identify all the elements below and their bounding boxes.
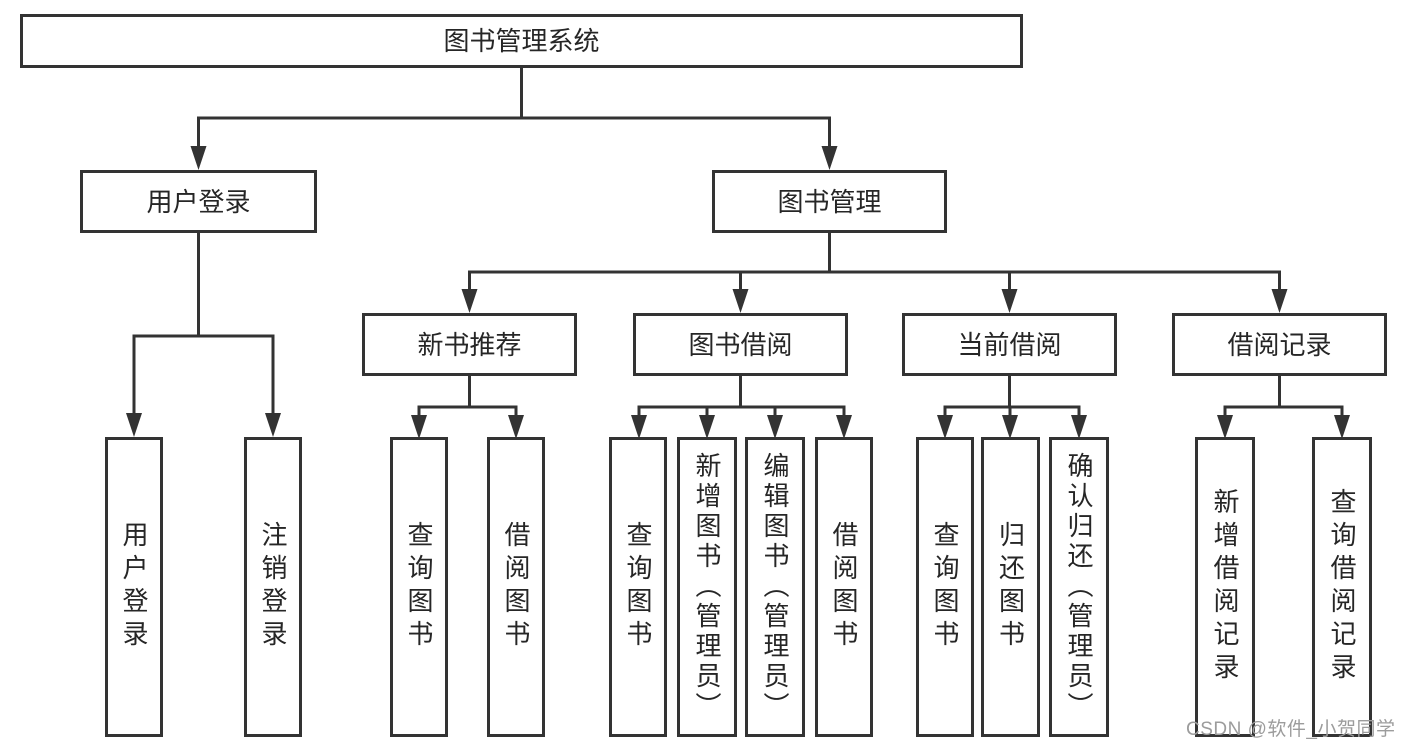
arrowhead-down-icon	[821, 146, 838, 170]
leaf-query-books-current: 查询图书	[916, 437, 974, 737]
node-label: 归还图书	[995, 521, 1026, 653]
leaf-edit-books-admin: 编辑图书（管理员）	[745, 437, 805, 737]
node-label: 确认归还（管理员）	[1064, 452, 1094, 722]
node-label: 借阅图书	[829, 521, 859, 653]
arrowhead-down-icon	[508, 415, 524, 439]
arrowhead-down-icon	[461, 289, 478, 313]
node-borrowing-records: 借阅记录	[1172, 313, 1387, 376]
node-label: 图书借阅	[688, 329, 793, 360]
leaf-logout: 注销登录	[244, 437, 302, 737]
arrowhead-down-icon	[732, 289, 749, 313]
arrowhead-down-icon	[1001, 289, 1018, 313]
node-label: 借阅图书	[501, 521, 531, 653]
node-library-management-system: 图书管理系统	[20, 14, 1023, 68]
node-book-borrowing: 图书借阅	[633, 313, 848, 376]
node-label: 图书管理系统	[443, 26, 600, 56]
arrowhead-down-icon	[1271, 289, 1288, 313]
node-label: 当前借阅	[957, 329, 1062, 360]
node-label: 用户登录	[119, 521, 149, 653]
arrowhead-down-icon	[265, 413, 281, 437]
node-label: 查询图书	[930, 521, 960, 653]
node-user-login: 用户登录	[80, 170, 317, 233]
arrowhead-down-icon	[411, 415, 427, 439]
leaf-borrow-books-recommend: 借阅图书	[487, 437, 545, 737]
arrowhead-down-icon	[190, 146, 207, 170]
leaf-add-books-admin: 新增图书（管理员）	[677, 437, 737, 737]
leaf-add-borrow-record: 新增借阅记录	[1195, 437, 1255, 737]
arrowhead-down-icon	[1334, 415, 1350, 439]
node-book-management: 图书管理	[712, 170, 947, 233]
arrowhead-down-icon	[767, 415, 783, 439]
node-label: 新增借阅记录	[1210, 488, 1240, 686]
node-label: 图书管理	[777, 186, 882, 217]
leaf-borrow-books: 借阅图书	[815, 437, 873, 737]
leaf-query-books-borrow: 查询图书	[609, 437, 667, 737]
arrowhead-down-icon	[126, 413, 142, 437]
node-label: 编辑图书（管理员）	[760, 452, 790, 722]
node-label: 查询图书	[404, 521, 434, 653]
leaf-query-borrow-record: 查询借阅记录	[1312, 437, 1372, 737]
arrowhead-down-icon	[1002, 415, 1018, 439]
node-label: 用户登录	[146, 186, 251, 217]
node-label: 借阅记录	[1227, 329, 1332, 360]
node-label: 查询借阅记录	[1327, 488, 1357, 686]
node-label: 新书推荐	[417, 329, 522, 360]
node-label: 查询图书	[623, 521, 653, 653]
leaf-confirm-return-admin: 确认归还（管理员）	[1049, 437, 1109, 737]
arrowhead-down-icon	[836, 415, 852, 439]
node-current-borrowing: 当前借阅	[902, 313, 1117, 376]
watermark: CSDN @软件_小贺同学	[1186, 719, 1396, 740]
arrowhead-down-icon	[1217, 415, 1233, 439]
arrowhead-down-icon	[631, 415, 647, 439]
leaf-query-books-recommend: 查询图书	[390, 437, 448, 737]
leaf-return-books: 归还图书	[981, 437, 1040, 737]
arrowhead-down-icon	[699, 415, 715, 439]
node-label: 新增图书（管理员）	[692, 452, 722, 722]
node-new-book-recommendation: 新书推荐	[362, 313, 577, 376]
arrowhead-down-icon	[1071, 415, 1087, 439]
node-label: 注销登录	[258, 521, 288, 653]
leaf-user-login: 用户登录	[105, 437, 163, 737]
arrowhead-down-icon	[937, 415, 953, 439]
